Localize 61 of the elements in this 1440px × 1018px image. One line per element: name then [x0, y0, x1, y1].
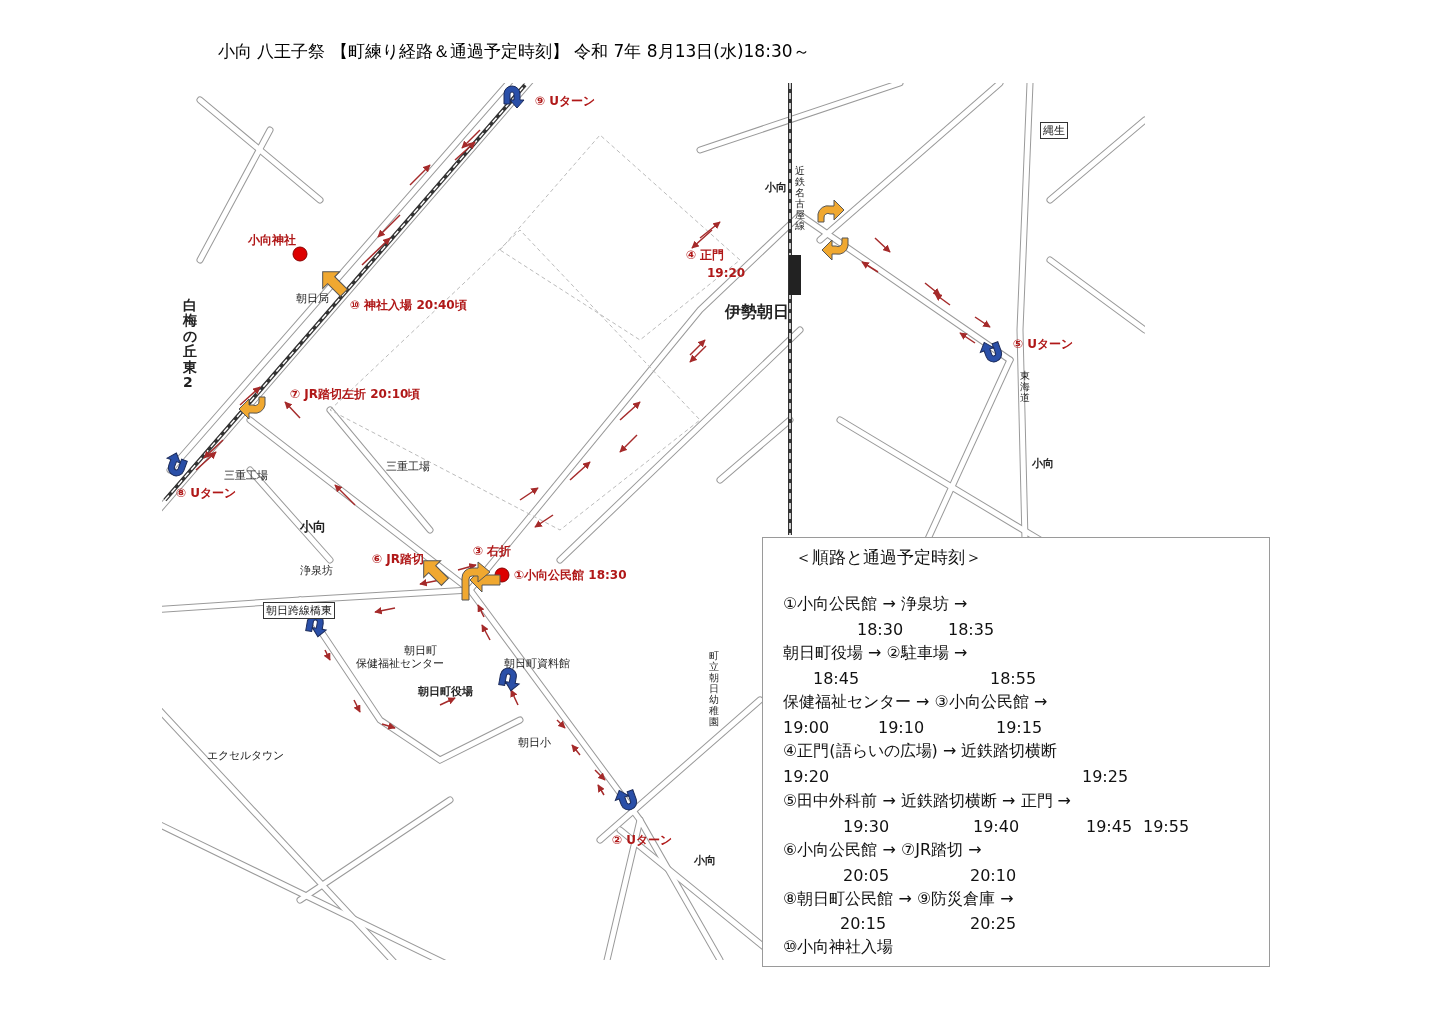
route-step-text: ⑩小向神社入場	[783, 937, 894, 958]
place-name: 保健福祉センター	[356, 656, 444, 671]
place-name: 小向	[765, 180, 787, 195]
place-name: 縄生	[1040, 122, 1068, 139]
route-point-label: ⑤ Uターン	[1013, 336, 1074, 353]
route-point-label: ⑩ 神社入場 20:40頃	[350, 297, 467, 314]
place-name: 三重工場	[224, 468, 268, 483]
route-point-label: ⑦ JR踏切左折 20:10頃	[290, 386, 421, 403]
route-point-label: ⑥ JR踏切	[372, 551, 425, 568]
place-name: 白梅の丘東2	[183, 298, 197, 391]
place-name: 小向	[694, 853, 716, 868]
route-step-text: ⑧朝日町公民館 → ⑨防災倉庫 →	[783, 889, 1014, 910]
place-name: 町立朝日幼稚園	[709, 650, 719, 727]
route-step-text: 保健福祉センター → ③小向公民館 →	[783, 692, 1048, 713]
route-point-label: ①小向公民館 18:30	[514, 567, 627, 584]
time-text: 20:15	[840, 914, 887, 933]
route-point-label: 小向神社	[248, 232, 296, 249]
time-text: 19:00	[783, 718, 830, 737]
place-name: 近鉄名古屋線	[795, 165, 805, 231]
route-step-text: ⑤田中外科前 → 近鉄踏切横断 → 正門 →	[783, 791, 1071, 812]
time-text: 20:25	[970, 914, 1017, 933]
place-name: エクセルタウン	[207, 748, 284, 763]
time-text: 19:40	[973, 817, 1020, 836]
route-point-label: ② Uターン	[612, 832, 673, 849]
route-point-label: ⑧ Uターン	[176, 485, 237, 502]
panel-heading: ＜順路と通過予定時刻＞	[795, 546, 982, 569]
time-text: 19:30	[843, 817, 890, 836]
place-name: 小向	[1032, 456, 1054, 471]
time-text: 18:45	[813, 669, 860, 688]
page-title: 小向 八王子祭 【町練り経路＆通過予定時刻】 令和 7年 8月13日(水)18:30～	[218, 40, 810, 63]
time-text: 19:20	[783, 767, 830, 786]
schedule-panel	[762, 537, 1270, 967]
route-point-label: ④ 正門	[686, 247, 725, 264]
route-step-text: ①小向公民館 → 浄泉坊 →	[783, 594, 968, 615]
time-text: 18:30	[857, 620, 904, 639]
time-text: 19:45	[1086, 817, 1133, 836]
route-step-text: 朝日町役場 → ②駐車場 →	[783, 643, 968, 664]
place-name: 朝日町	[404, 643, 437, 658]
route-point-label: ③ 右折	[473, 543, 512, 560]
place-name: 朝日小	[518, 735, 551, 750]
time-text: 20:10	[970, 866, 1017, 885]
route-point-label: 19:20	[707, 266, 746, 280]
time-text: 19:25	[1082, 767, 1129, 786]
place-name: 朝日跨線橋東	[263, 602, 335, 619]
place-name: 朝日局	[296, 291, 329, 306]
time-text: 19:55	[1143, 817, 1190, 836]
place-name: 朝日町役場	[418, 684, 473, 699]
place-name: 東海道	[1020, 370, 1030, 403]
time-text: 18:55	[990, 669, 1037, 688]
route-step-text: ⑥小向公民館 → ⑦JR踏切 →	[783, 840, 982, 861]
route-point-label: ⑨ Uターン	[535, 93, 596, 110]
time-text: 18:35	[948, 620, 995, 639]
place-name: 朝日町資料館	[504, 656, 570, 671]
time-text: 19:10	[878, 718, 925, 737]
time-text: 20:05	[843, 866, 890, 885]
place-name: 伊勢朝日	[725, 302, 789, 323]
place-name: 三重工場	[386, 459, 430, 474]
time-text: 19:15	[996, 718, 1043, 737]
place-name: 浄泉坊	[300, 563, 333, 578]
place-name: 小向	[300, 518, 326, 536]
route-step-text: ④正門(語らいの広場) → 近鉄踏切横断	[783, 741, 1058, 762]
